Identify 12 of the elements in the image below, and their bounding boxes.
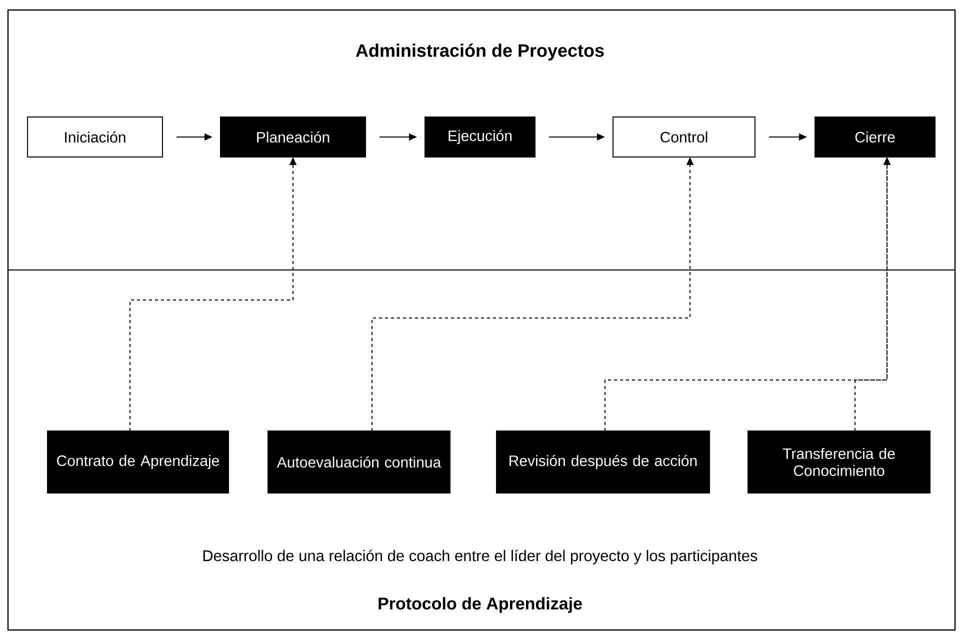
practice-box: Revisión después de acción	[496, 430, 710, 494]
practice-box: Contrato de Aprendizaje	[47, 430, 229, 494]
note: Desarrollo de una relación de coach entre el líder del proyecto y los participantes	[203, 550, 758, 564]
process-box: Cierre	[814, 116, 936, 158]
practice-box: Autoevaluación continua	[268, 430, 450, 494]
practice-box: Transferencia de Conocimiento	[748, 430, 931, 494]
process-box: Ejecución	[424, 116, 536, 158]
process-box: Planeación	[220, 116, 366, 158]
title: Administración de Proyectos	[356, 44, 604, 60]
caption: Protocolo de Aprendizaje	[378, 597, 582, 613]
process-box: Iniciación	[27, 116, 163, 158]
process-box: Control	[612, 116, 756, 158]
